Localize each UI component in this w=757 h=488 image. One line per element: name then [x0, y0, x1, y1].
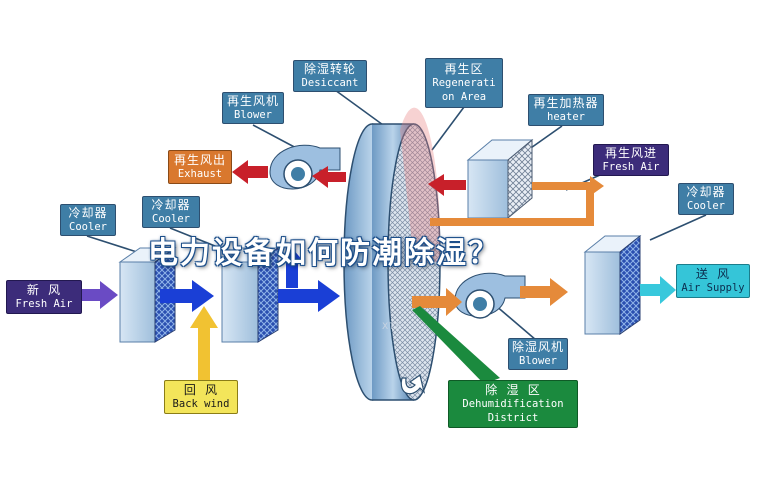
label-air-supply-zh: 送 风 [695, 266, 731, 281]
regen-blower-unit [269, 144, 341, 190]
dehum-blower-unit [454, 272, 526, 319]
label-cooler-mid-en: Cooler [152, 212, 190, 225]
exhaust-arrow [232, 160, 268, 184]
label-regen-area-en2: on Area [441, 90, 487, 103]
label-dehum-district-en1: Dehumidification [462, 398, 564, 411]
airflow-arrows [82, 160, 676, 380]
label-desiccant-en: Desiccant [301, 76, 359, 89]
back-wind-arrow [190, 306, 218, 380]
dehum-flow-arrow-1 [412, 288, 462, 316]
label-exhaust-zh: 再生风出 [173, 152, 226, 167]
blue-flow-arrow-2 [278, 280, 340, 312]
label-dehum-blower: 除湿风机 Blower [508, 338, 568, 370]
label-cooler-left: 冷却器 Cooler [60, 204, 116, 236]
label-fresh-air-zh: 新 风 [26, 282, 62, 297]
label-regen-heater-en: heater [547, 110, 585, 123]
label-dehum-district-zh: 除 湿 区 [485, 383, 541, 398]
label-back-wind: 回 风 Back wind [164, 380, 238, 414]
label-cooler-left-zh: 冷却器 [68, 205, 108, 220]
label-dehum-blower-en: Blower [519, 354, 557, 367]
label-desiccant-zh: 除湿转轮 [303, 61, 356, 76]
label-regen-blower-en: Blower [234, 108, 272, 121]
label-dehum-blower-zh: 除湿风机 [511, 339, 564, 354]
heated-air-arrow [428, 174, 466, 196]
desiccant-wheel [343, 107, 441, 401]
supply-arrow [640, 276, 676, 304]
regen-exit-arrow [312, 166, 346, 188]
overlay-title: 电力设备如何防潮除湿？ [148, 236, 500, 271]
cooler-left-unit [118, 247, 177, 343]
cooler-right-unit [583, 234, 642, 335]
label-cooler-mid: 冷却器 Cooler [142, 196, 200, 228]
label-exhaust-en: Exhaust [177, 167, 223, 180]
label-cooler-right-zh: 冷却器 [686, 184, 726, 199]
blue-up-arrow [280, 248, 304, 288]
label-dehum-district-en2: District [487, 411, 539, 424]
label-regen-blower-zh: 再生风机 [226, 93, 279, 108]
label-air-supply-en: Air Supply [681, 281, 745, 294]
label-regen-heater-zh: 再生加热器 [533, 95, 599, 110]
label-desiccant: 除湿转轮 Desiccant [293, 60, 367, 92]
label-regen-fresh-air-en: Fresh Air [602, 160, 660, 173]
label-cooler-left-en: Cooler [69, 220, 107, 233]
label-regen-blower: 再生风机 Blower [222, 92, 284, 124]
watermark-text: XTE [382, 322, 403, 332]
label-back-wind-en: Back wind [172, 397, 230, 410]
fresh-air-arrow [82, 281, 118, 309]
label-cooler-right-en: Cooler [687, 199, 725, 212]
label-regen-area: 再生区 Regenerati on Area [425, 58, 503, 108]
label-regen-area-en1: Regenerati [432, 77, 496, 90]
blue-flow-arrow-1 [160, 280, 214, 312]
regen-fresh-arrow [532, 176, 604, 196]
dehum-flow-arrow-2 [520, 278, 568, 306]
label-exhaust: 再生风出 Exhaust [168, 150, 232, 184]
rotation-arrow [400, 374, 426, 395]
label-air-supply: 送 风 Air Supply [676, 264, 750, 298]
dehum-zone-pointer [412, 306, 500, 384]
label-dehum-district: 除 湿 区 Dehumidification District [448, 380, 578, 428]
label-fresh-air-en: Fresh Air [15, 297, 73, 310]
label-regen-fresh-air: 再生风进 Fresh Air [593, 144, 669, 176]
label-regen-heater: 再生加热器 heater [528, 94, 604, 126]
label-regen-fresh-air-zh: 再生风进 [604, 145, 657, 160]
label-regen-area-zh: 再生区 [444, 62, 484, 77]
cooler-mid-unit [220, 247, 280, 343]
label-cooler-right: 冷却器 Cooler [678, 183, 734, 215]
label-cooler-mid-zh: 冷却器 [151, 197, 191, 212]
heater-unit [466, 138, 534, 220]
label-back-wind-zh: 回 风 [183, 382, 219, 397]
regen-loop-arrow [430, 188, 594, 226]
label-fresh-air: 新 风 Fresh Air [6, 280, 82, 314]
